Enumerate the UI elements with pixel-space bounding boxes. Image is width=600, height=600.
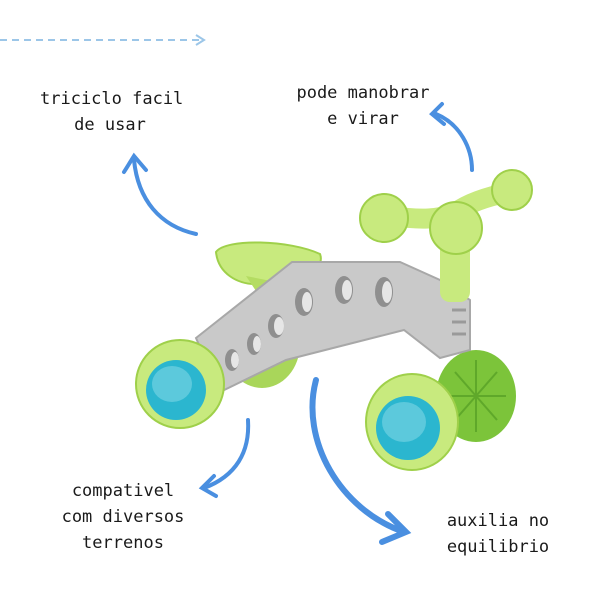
annotation-line: auxilia no bbox=[446, 511, 550, 531]
handlebar bbox=[359, 169, 533, 255]
annotation-easy-to-use: triciclo facil de usar bbox=[40, 86, 184, 138]
annotation-line: e virar bbox=[327, 109, 399, 129]
arrow-top-right bbox=[429, 102, 474, 172]
annotation-line: compativel bbox=[71, 481, 175, 501]
balance-bike bbox=[135, 169, 533, 471]
annotation-maneuverable: pode manobrar e virar bbox=[278, 80, 448, 132]
annotation-line: equilibrio bbox=[446, 537, 550, 557]
front-wheel bbox=[365, 373, 459, 471]
annotation-line: com diversos bbox=[61, 507, 185, 527]
annotation-line: pode manobrar bbox=[296, 83, 430, 103]
annotation-line: terrenos bbox=[82, 533, 164, 553]
rear-wheel bbox=[135, 339, 225, 429]
arrow-top-left bbox=[122, 152, 198, 236]
dashed-line-arrow bbox=[0, 34, 206, 46]
annotation-terrain: compativel com diversos terrenos bbox=[48, 478, 198, 556]
gray-frame bbox=[194, 261, 471, 394]
arrow-bottom-left bbox=[198, 418, 251, 498]
arrow-bottom-right bbox=[309, 377, 412, 545]
annotation-line: triciclo facil bbox=[40, 89, 184, 109]
annotation-line: de usar bbox=[74, 115, 146, 135]
annotation-balance: auxilia no equilibrio bbox=[428, 508, 568, 560]
